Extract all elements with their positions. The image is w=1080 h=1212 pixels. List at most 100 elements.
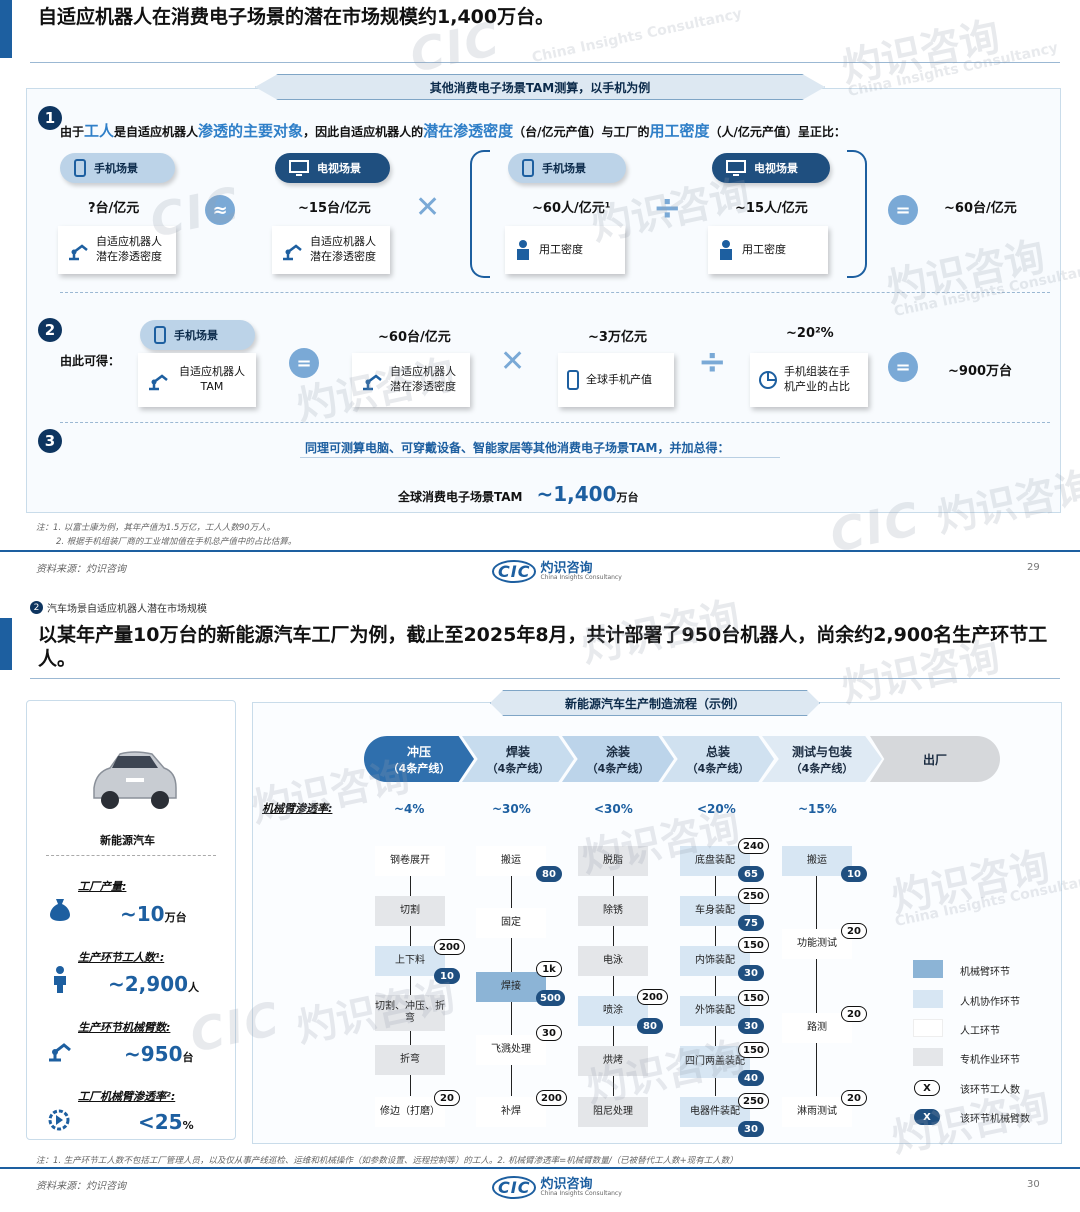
process-shipping-name: 出厂 bbox=[923, 751, 947, 768]
workers-badge: 20 bbox=[841, 1006, 867, 1022]
pill-tv-scene-2: 电视场景 bbox=[712, 153, 830, 183]
dashed-divider-2 bbox=[60, 422, 1050, 423]
step-3-badge: 3 bbox=[38, 429, 62, 453]
kv-output-number: ~10 bbox=[120, 902, 165, 926]
robot-arm-icon bbox=[146, 369, 170, 391]
process-welding: 焊装（4条产线） bbox=[462, 736, 574, 782]
arms-badge: 80 bbox=[536, 866, 562, 882]
step-2-lead: 由此可得： bbox=[60, 352, 120, 369]
kv-workers-unit: 人 bbox=[188, 981, 199, 994]
worker-icon bbox=[513, 239, 533, 261]
step-cut-press-bend: 切割、冲压、折弯 bbox=[375, 995, 445, 1031]
workers-badge: 240 bbox=[738, 838, 769, 854]
card-assembly-share-label: 手机组装在手机产业的占比 bbox=[784, 365, 860, 395]
step-bending: 折弯 bbox=[375, 1045, 445, 1075]
step-spatter: 飞溅处理 bbox=[476, 1035, 546, 1065]
kv-arms-value: ~950台 bbox=[124, 1042, 194, 1066]
legend-label-manual: 人工环节 bbox=[960, 1022, 1000, 1037]
process-assembly-sub: （4条产线） bbox=[687, 760, 750, 776]
step-1-hl-density: 潜在渗透密度 bbox=[423, 122, 513, 140]
step-1-text-mid3: （台/亿元产值）与工厂的 bbox=[513, 125, 649, 139]
arms-badge: 40 bbox=[738, 1070, 764, 1086]
kv-workers-number: ~2,900 bbox=[108, 972, 188, 996]
step-2-badge: 2 bbox=[38, 318, 62, 342]
slide2-headline: 以某年产量10万台的新能源汽车工厂为例，截止至2025年8月，共计部署了950台… bbox=[38, 624, 1058, 672]
kv-output-label: 工厂产量: bbox=[78, 878, 126, 894]
process-banner: 新能源汽车生产制造流程（示例） bbox=[490, 690, 820, 716]
penetration-row-label: 机械臂渗透率: bbox=[262, 800, 332, 816]
process-testing: 测试与包装（4条产线） bbox=[762, 736, 882, 782]
pill-tv-scene-1: 电视场景 bbox=[275, 153, 390, 183]
money-bag-icon bbox=[48, 896, 72, 926]
card-phone-density-label: 自适应机器人潜在渗透密度 bbox=[96, 235, 168, 265]
flow-line-5 bbox=[816, 846, 817, 1096]
value-phone-labor: ~60人/亿元¹ bbox=[532, 197, 610, 216]
step-fixing: 固定 bbox=[476, 908, 546, 938]
workers-badge: 1k bbox=[536, 961, 562, 977]
logo-en: China Insights Consultancy bbox=[540, 575, 621, 581]
pct-testing: ~15% bbox=[798, 802, 837, 816]
total-tam-label: 全球消费电子场景TAM bbox=[398, 488, 522, 505]
value-density-2: ~60台/亿元 bbox=[378, 326, 451, 345]
process-testing-name: 测试与包装 bbox=[792, 743, 852, 760]
workers-badge: 200 bbox=[637, 989, 668, 1005]
car-label: 新能源汽车 bbox=[100, 832, 155, 848]
robot-arm-icon bbox=[46, 1038, 74, 1066]
process-stamping: 冲压（4条产线） bbox=[364, 736, 474, 782]
equals-operator-2: = bbox=[289, 348, 319, 378]
legend-swatch-coop bbox=[913, 990, 943, 1008]
step-3-text: 同理可测算电脑、可穿戴设备、智能家居等其他消费电子场景TAM，并加总得： bbox=[305, 439, 730, 456]
step-rewelding: 补焊 bbox=[476, 1097, 546, 1127]
value-phone-density: ?台/亿元 bbox=[88, 197, 139, 216]
header-rule bbox=[30, 62, 1060, 63]
kv-workers-value: ~2,900人 bbox=[108, 972, 199, 996]
logo-en: China Insights Consultancy bbox=[540, 1191, 621, 1197]
card-density-2-label: 自适应机器人潜在渗透密度 bbox=[390, 365, 462, 395]
car-label-rule bbox=[46, 855, 216, 856]
legend-swatch-manual bbox=[913, 1019, 943, 1037]
divide-operator: ÷ bbox=[653, 188, 682, 228]
bracket-right bbox=[847, 150, 867, 278]
multiply-operator-2: ✕ bbox=[500, 344, 525, 379]
value-global-output: ~3万亿元 bbox=[588, 326, 647, 345]
process-shipping: 出厂 bbox=[870, 736, 1000, 782]
legend-label-coop: 人机协作环节 bbox=[960, 993, 1020, 1008]
card-phone-labor-label: 用工密度 bbox=[539, 243, 583, 258]
pill-tv-label-1: 电视场景 bbox=[317, 160, 361, 176]
kv-arms-number: ~950 bbox=[124, 1042, 183, 1066]
card-tv-labor: 用工密度 bbox=[708, 226, 828, 274]
step-baking: 烘烤 bbox=[578, 1046, 648, 1076]
legend-label-workers: 该环节工人数 bbox=[960, 1081, 1020, 1096]
title-accent-bar-2 bbox=[0, 618, 12, 670]
cic-logo-mark: CIC bbox=[492, 1176, 536, 1199]
value-phone-tam: ~900万台 bbox=[948, 360, 1012, 379]
process-welding-name: 焊装 bbox=[506, 743, 530, 760]
legend-swatch-auto bbox=[913, 1048, 943, 1066]
bracket-left bbox=[470, 150, 490, 278]
step-1-hl-labor: 用工密度 bbox=[649, 122, 709, 140]
slide1-note-1: 注：1. 以富士康为例，其年产值为1.5万亿，工人人数90万人。 bbox=[36, 521, 275, 533]
workers-badge: 200 bbox=[434, 939, 465, 955]
pill-phone-scene-2: 手机场景 bbox=[508, 153, 626, 183]
workers-badge: 150 bbox=[738, 937, 769, 953]
watermark: China Insights Consultancy bbox=[531, 6, 744, 66]
total-tam-value-wrap: ~1,400万台 bbox=[536, 482, 638, 506]
step-1-hl-target: 渗透的主要对象 bbox=[198, 122, 303, 140]
pill-tv-label-2: 电视场景 bbox=[754, 160, 798, 176]
breadcrumb: 2 汽车场景自适应机器人潜在市场规模 bbox=[30, 600, 207, 615]
pill-phone-scene-1: 手机场景 bbox=[60, 153, 175, 183]
process-testing-sub: （4条产线） bbox=[791, 760, 854, 776]
legend-label-arm: 机械臂环节 bbox=[960, 963, 1010, 978]
gear-icon bbox=[46, 1107, 72, 1137]
workers-badge: 20 bbox=[434, 1090, 460, 1106]
pct-welding: ~30% bbox=[492, 802, 531, 816]
legend-label-auto: 专机作业环节 bbox=[960, 1051, 1020, 1066]
process-painting-name: 涂装 bbox=[606, 743, 630, 760]
workers-badge: 250 bbox=[738, 888, 769, 904]
step-1-text-mid2: ，因此自适应机器人的 bbox=[303, 125, 423, 139]
slide1-bottom-rule bbox=[0, 550, 1080, 552]
slide2-logo: CIC灼识咨询China Insights Consultancy bbox=[492, 1176, 622, 1199]
pct-painting: <30% bbox=[594, 802, 633, 816]
slide2-note: 注：1. 生产环节工人数不包括工厂管理人员，以及仅从事产线巡检、运维和机械操作（… bbox=[36, 1154, 738, 1166]
